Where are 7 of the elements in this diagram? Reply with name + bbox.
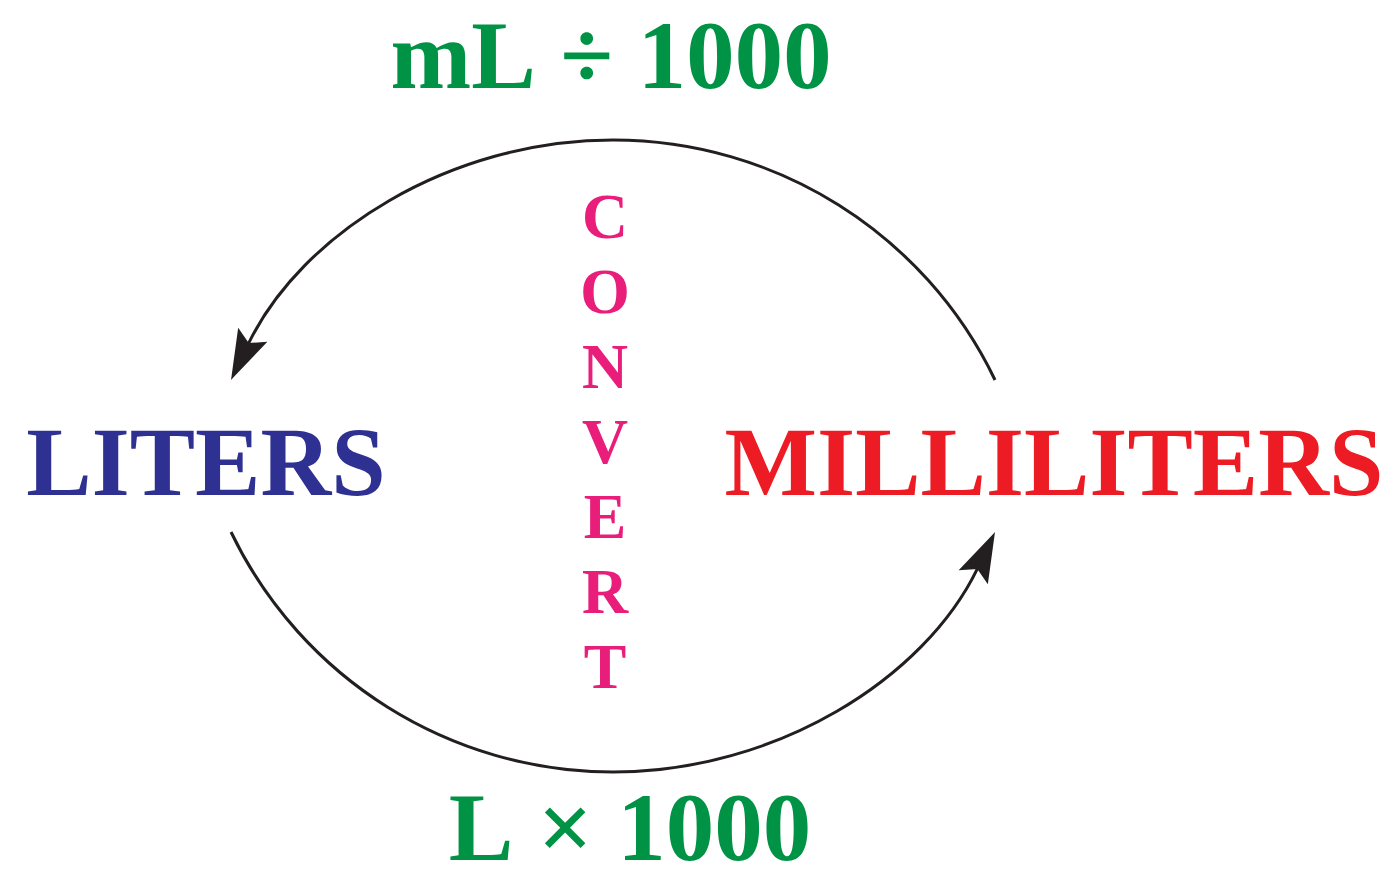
edge-label: L × 1000 bbox=[450, 795, 808, 861]
edge-label: mL ÷ 1000 bbox=[393, 23, 828, 89]
arrow bbox=[229, 531, 995, 774]
unit-label: LITERS bbox=[27, 430, 382, 496]
vertical-label: CONVERT bbox=[582, 195, 629, 688]
unit-label: MILLILITERS bbox=[726, 430, 1380, 496]
arrow bbox=[231, 138, 997, 381]
